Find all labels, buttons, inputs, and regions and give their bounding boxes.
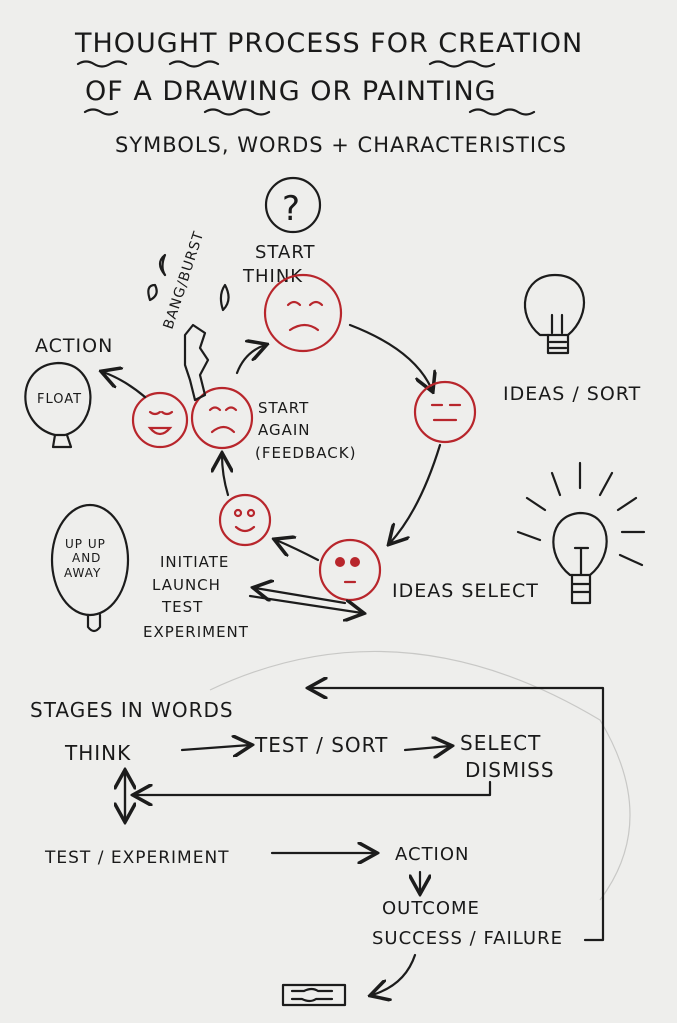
away-label: AWAY — [64, 566, 101, 580]
stage-success-failure: SUCCESS / FAILURE — [372, 928, 563, 949]
arrow-top-to-right — [348, 323, 432, 390]
arrow-smiley-to-feedback — [222, 455, 228, 497]
think-label: THINK — [242, 266, 303, 287]
loop-dismiss-to-think — [135, 780, 492, 795]
float-balloon-icon — [24, 361, 92, 449]
title-underline-1 — [76, 60, 496, 68]
up-up-away-balloon-icon — [50, 503, 130, 633]
stage-action: ACTION — [395, 844, 470, 865]
title-line-1: THOUGHT PROCESS FOR CREATION — [74, 28, 583, 59]
face-top-icon — [263, 273, 343, 353]
launch-label: LAUNCH — [152, 576, 221, 594]
question-circle-icon — [264, 176, 322, 234]
arrow-bottom-to-smiley — [276, 540, 320, 562]
start-label: START — [255, 242, 316, 263]
start-again-label-2: AGAIN — [258, 421, 311, 439]
arrow-feedback-to-top — [235, 345, 265, 375]
face-smiley-icon — [218, 493, 272, 547]
stage-dismiss: DISMISS — [465, 758, 555, 782]
arrow-test-to-select — [403, 746, 450, 750]
stage-test-experiment: TEST / EXPERIMENT — [44, 848, 230, 868]
face-right-icon — [413, 380, 477, 444]
arrow-think-to-test — [180, 745, 250, 750]
stage-think: THINK — [64, 741, 131, 765]
arrow-to-result — [372, 953, 417, 995]
test-label: TEST — [161, 598, 203, 616]
face-frown-icon — [190, 386, 254, 450]
double-arrow-a — [255, 588, 347, 605]
start-again-label-1: START — [258, 399, 309, 417]
and-label: AND — [72, 551, 101, 565]
face-bottom-icon — [318, 538, 382, 602]
double-arrow-b — [248, 594, 362, 613]
ideas-select-label: IDEAS SELECT — [392, 580, 539, 602]
title-underline-2 — [83, 108, 536, 116]
up-up-label: UP UP — [65, 537, 106, 551]
loop-failure-to-stages — [310, 688, 605, 942]
float-label: FLOAT — [37, 392, 82, 407]
question-mark: ? — [282, 189, 301, 229]
arrow-to-float — [103, 372, 147, 399]
faint-circle — [209, 650, 631, 901]
action-label: ACTION — [35, 335, 113, 357]
result-canvas-icon — [281, 983, 347, 1007]
subtitle: SYMBOLS, WORDS + CHARACTERISTICS — [115, 133, 567, 157]
ideas-sort-label: IDEAS / SORT — [503, 383, 641, 405]
face-happy-icon — [131, 391, 189, 449]
arrow-right-to-bottom — [390, 443, 442, 543]
stages-heading: STAGES IN WORDS — [30, 698, 234, 722]
initiate-label: INITIATE — [160, 553, 229, 571]
lightbulb-icon — [524, 273, 586, 355]
burst-fragment-icon — [147, 253, 230, 402]
bright-lightbulb-icon — [516, 461, 646, 605]
stage-outcome: OUTCOME — [382, 898, 480, 919]
experiment-label: EXPERIMENT — [143, 623, 249, 641]
title-line-2: OF A DRAWING OR PAINTING — [85, 76, 497, 107]
stage-select: SELECT — [460, 731, 541, 755]
bang-burst-label: BANG/BURST — [161, 229, 208, 331]
start-again-label-3: (FEEDBACK) — [255, 444, 356, 462]
stage-test-sort: TEST / SORT — [254, 733, 388, 757]
